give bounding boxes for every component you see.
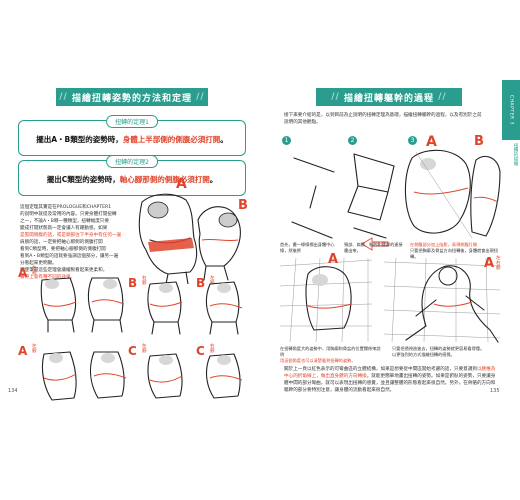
- label-a-top: A: [176, 176, 187, 192]
- left-para-line: 是張開側腹的話，或是頭部往下半身中有任何一邊: [20, 233, 122, 238]
- grid-left-caption: 在扭轉角度大的姿勢中，用胸廓和骨盆的位置關係來說明 用這個角度也可以清楚看到扭轉…: [280, 346, 384, 364]
- caption-line: 在側腹部分加上陰影，表現側腹打開: [410, 242, 478, 247]
- label-a-step: A: [426, 134, 437, 150]
- torso-grid-8: [205, 353, 243, 399]
- rule-1-tag: 扭轉的定理1: [106, 115, 158, 128]
- torso-grid-illustrations: [40, 277, 243, 401]
- step-2-lines: [347, 153, 395, 251]
- rule-2-text: 擺出C類型的姿勢時，軸心腳那側的側腹必須打開。: [19, 174, 245, 185]
- rule-box-2: 扭轉的定理2 擺出C類型的姿勢時，軸心腳那側的側腹必須打開。: [18, 155, 246, 196]
- right-intro: 接下來要介紹的是，以到目前為止說明的扭轉定理為基礎，描繪扭轉軀幹的過程，以及有別…: [284, 112, 496, 126]
- left-para-line: 的說明中就提及常用的內容。只要身體打開扭轉: [20, 212, 117, 217]
- step-1-caption: 首先，畫一條線標出身體中心線，然後將: [280, 242, 342, 254]
- label-a-grid-right: A: [484, 256, 495, 271]
- note-a-grid-right: 左右腳: [496, 256, 501, 271]
- right-title-text: 描繪扭轉軀幹的過程: [343, 93, 434, 104]
- torso-grid-7: [147, 353, 183, 399]
- step-3-torso: [404, 149, 473, 239]
- caption-line: 首先，畫一條線標出身體中心線，然後將: [280, 242, 335, 253]
- right-page-title: // 描繪扭轉軀幹的過程 //: [316, 88, 462, 106]
- left-page-number: 134: [8, 388, 18, 394]
- rule-2-text-post: 。: [209, 175, 218, 184]
- left-para-line: 看到C類型時，要把軸心腳那側的側腹打開: [20, 247, 106, 252]
- label-c-row2-right: C: [196, 344, 205, 358]
- left-para-line: 這個定理其實是在PROLOGUE和CHAPTER1: [20, 205, 112, 210]
- left-page-title: // 描繪扭轉姿勢的方法和定理 //: [56, 88, 208, 106]
- torso-grid-1: [40, 277, 77, 333]
- torso-grid-4: [205, 281, 243, 335]
- chapter-side-tab: CHAPTER 3: [502, 80, 520, 140]
- top-torso-illustrations: [138, 193, 241, 284]
- label-a-grid: A: [328, 252, 339, 267]
- note-a-row1: 右腳: [32, 266, 37, 276]
- left-para-line: 肩膀的話，一定要把軸心那側的側腹打開: [20, 240, 103, 245]
- torso-grid-3: [147, 281, 183, 335]
- right-para-highlight: 以腰椎為中心的折角線上，做出直身體的方向轉換: [284, 367, 496, 379]
- left-para-line: 看到A・B類型的話就要強調這個部分，讓另一邊: [20, 254, 119, 259]
- step-2-badge: 2: [348, 136, 357, 145]
- step-2-caption: 頸部、肩膀、胸腔和腰部的連接畫出來，: [344, 242, 406, 254]
- left-para-line: 分看起來更明顯。: [20, 261, 57, 266]
- right-intro-line: 說明的其他觀點。: [284, 120, 321, 125]
- right-page: // 描繪扭轉軀幹的過程 // 接下來要介紹的是，以到目前為止說明的扭轉定理為基…: [276, 80, 502, 410]
- rule-2-tag: 扭轉的定理2: [106, 155, 158, 168]
- note-c-row2-right: 右腳: [210, 344, 215, 354]
- grid-torso-left: [279, 257, 373, 343]
- right-intro-line: 接下來要介紹的是，以到目前為止說明的扭轉定理為基礎，描繪扭轉軀幹的過程，以及有別…: [284, 113, 482, 118]
- step-1-lines: [291, 157, 335, 239]
- rule-1-text-pre: 擺出A・B類型的姿勢時，: [36, 135, 123, 144]
- caption-line: 頸部、肩膀、胸腔和腰部的連接畫出來，: [344, 242, 403, 253]
- torso-a-top: [138, 193, 198, 284]
- note-c-row2: 左腳: [142, 344, 147, 354]
- torso-grid-6: [89, 351, 127, 399]
- label-b-row1: B: [128, 276, 138, 290]
- rule-2-text-highlight: 軸心腳那側的側腹必須打開: [119, 175, 210, 184]
- torso-grid-2: [87, 277, 125, 333]
- label-c-row2: C: [128, 344, 137, 358]
- step-3-caption: 在側腹部分加上陰影，表現側腹打開 只要把胸廓及骨盆方向扭轉後，身體就會出現扭轉。: [410, 242, 500, 260]
- chapter-side-note: 扭轉的描繪: [513, 143, 518, 166]
- torso-grid-5: [41, 351, 77, 401]
- caption-line: 只要把胸廓及骨盆方向扭轉後，身體就會出現扭轉。: [410, 248, 498, 259]
- step-1-badge: 1: [282, 136, 291, 145]
- left-para-line: 實際上會有種不同的效果。: [20, 275, 76, 280]
- rule-1-text: 擺出A・B類型的姿勢時，身體上半部側的側腹必須打開。: [19, 134, 245, 145]
- caption-line: 只要把透視放進去，扭轉的姿勢就更容易看得懂。: [392, 346, 485, 351]
- torso-b-top: [197, 206, 241, 281]
- right-paragraph: 關於上一頁以紅色表示的可彎曲區的立體結構，如果是想要從中間區開始考慮的話，只要意…: [284, 366, 496, 394]
- rule-1-text-highlight: 身體上半部側的側腹必須打開: [122, 135, 221, 144]
- rule-2-text-pre: 擺出C類型的姿勢時，: [46, 175, 120, 184]
- left-para-line: 即使掌握這些定理會讓繪製看起來更柔和，: [20, 268, 108, 273]
- note-b-row1: 右腳: [142, 276, 147, 286]
- rule-box-1: 扭轉的定理1 擺出A・B類型的姿勢時，身體上半部側的側腹必須打開。: [18, 115, 246, 156]
- grid-right-caption: 只要把透視放進去，扭轉的姿勢就更容易看得懂。 以更強烈的方式描繪扭轉的感覺。: [392, 346, 500, 358]
- step-illustrations: [291, 149, 501, 251]
- left-title-text: 描繪扭轉姿勢的方法和定理: [71, 93, 192, 104]
- label-a-row2: A: [18, 344, 28, 358]
- caption-line: 用這個角度也可以清楚看到扭轉的姿勢。: [280, 358, 356, 363]
- left-para-line: 之一，不論A・B哪一種類型，扭轉幅度只要: [20, 219, 109, 224]
- left-paragraph: 這個定理其實是在PROLOGUE和CHAPTER1 的說明中就提及常用的內容。只…: [20, 204, 124, 281]
- label-b-row1-right: B: [196, 276, 206, 290]
- step-3-badge: 3: [408, 136, 417, 145]
- grid-figure-right: [383, 257, 501, 343]
- right-page-number: 135: [490, 388, 500, 394]
- step-4-torso: [470, 155, 501, 237]
- label-a-row1: A: [18, 266, 28, 280]
- label-b-top: B: [238, 198, 248, 213]
- caption-line: 在扭轉角度大的姿勢中，用胸廓和骨盆的位置關係來說明: [280, 346, 381, 357]
- right-para-pre: 關於上一頁以紅色表示的可彎曲區的立體結構，如果是想要從中間區開始考慮的話，只要意…: [284, 367, 477, 372]
- label-b-step: B: [474, 134, 484, 149]
- perspective-illustrations: [279, 257, 501, 343]
- right-para-post: ，就能更簡單地畫出扭轉的姿勢。如果是俯臥的姿勢，只要讓身體中間的部分彎曲，就可以…: [284, 374, 496, 393]
- left-page: // 描繪扭轉姿勢的方法和定理 // 扭轉的定理1 擺出A・B類型的姿勢時，身體…: [8, 80, 248, 410]
- caption-line: 以更強烈的方式描繪扭轉的感覺。: [392, 352, 455, 357]
- note-a-row2: 左腳: [32, 344, 37, 354]
- rule-1-text-post: 。: [220, 135, 228, 144]
- left-para-line: 變成打開狀態就一定會讓人有躍動感。如果: [20, 226, 108, 231]
